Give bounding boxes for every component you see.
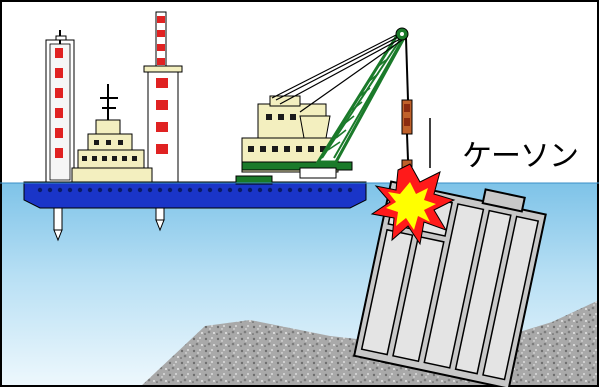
jackup-tower-left	[46, 30, 74, 182]
jackup-tower-right	[144, 12, 182, 182]
caisson-label: ケーソン	[462, 142, 578, 172]
crane-vessel	[242, 28, 412, 190]
barge-deckhouse	[72, 84, 152, 182]
